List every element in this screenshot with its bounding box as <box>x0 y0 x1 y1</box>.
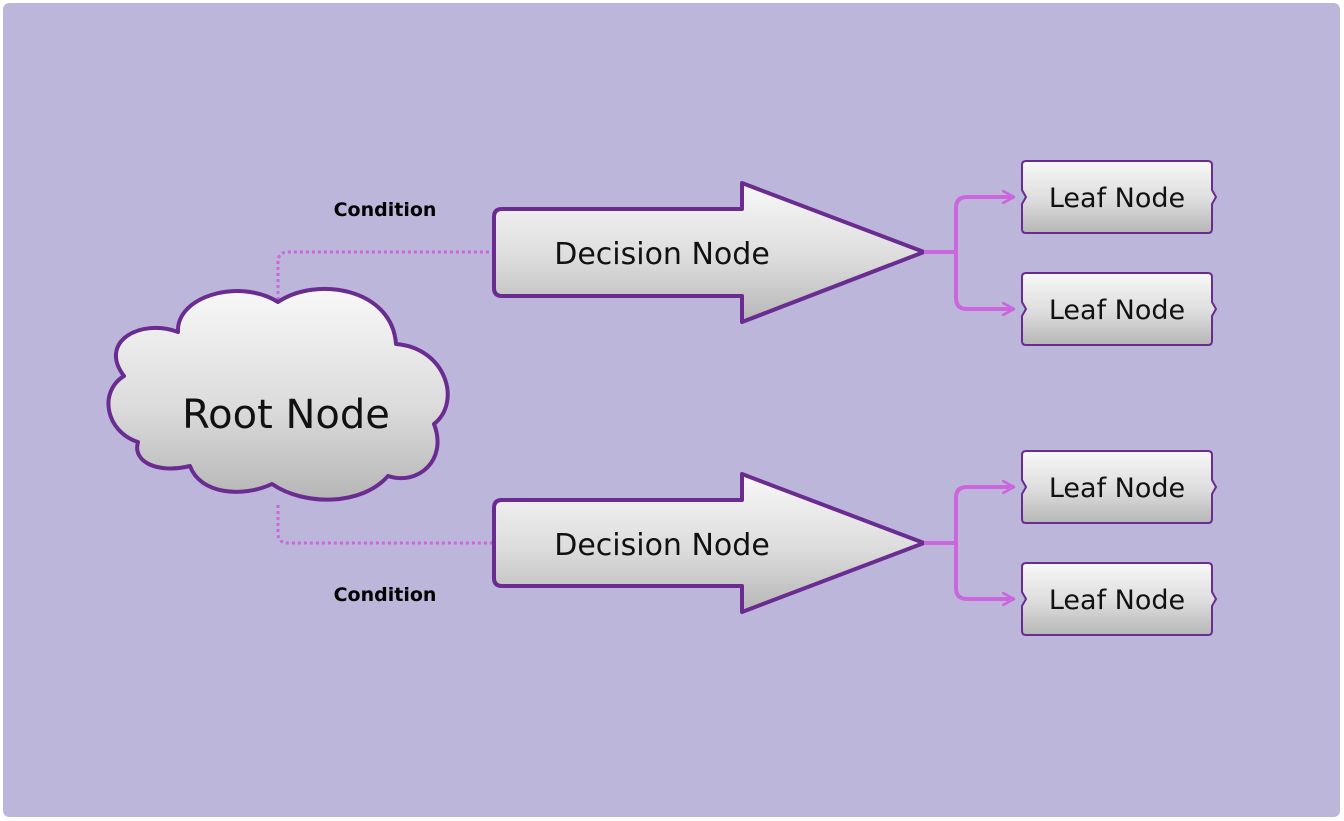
leaf-connector-top-1 <box>924 197 1014 254</box>
decision-node-arrow-top <box>492 181 926 324</box>
condition-label-top: Condition <box>334 199 437 221</box>
leaf-node-label: Leaf Node <box>1049 585 1185 616</box>
leaf-connector-top-2 <box>954 252 1014 309</box>
decision-node-arrow-bottom <box>492 472 926 614</box>
leaf-node-label: Leaf Node <box>1049 183 1185 214</box>
condition-connector-top <box>276 250 492 300</box>
leaf-connector-bottom-1 <box>924 487 1014 545</box>
leaf-node-bottom-2: Leaf Node <box>1021 562 1218 636</box>
decision-node-label-bottom: Decision Node <box>554 528 770 563</box>
diagram-canvas: Condition Condition Root Node Decision N… <box>3 3 1340 817</box>
root-node-label: Root Node <box>182 392 390 438</box>
condition-label-bottom: Condition <box>334 584 437 606</box>
leaf-node-label: Leaf Node <box>1049 473 1185 504</box>
diagram-background <box>3 3 1340 817</box>
leaf-node-bottom-1: Leaf Node <box>1021 450 1218 524</box>
condition-connector-bottom <box>276 505 492 545</box>
leaf-node-top-2: Leaf Node <box>1021 272 1218 346</box>
leaf-node-top-1: Leaf Node <box>1021 160 1218 234</box>
root-node-cloud <box>106 286 450 502</box>
decision-tree-diagram: Condition Condition Root Node Decision N… <box>3 3 1340 817</box>
leaf-connector-bottom-2 <box>954 543 1014 599</box>
leaf-node-label: Leaf Node <box>1049 295 1185 326</box>
decision-node-label-top: Decision Node <box>554 237 770 272</box>
